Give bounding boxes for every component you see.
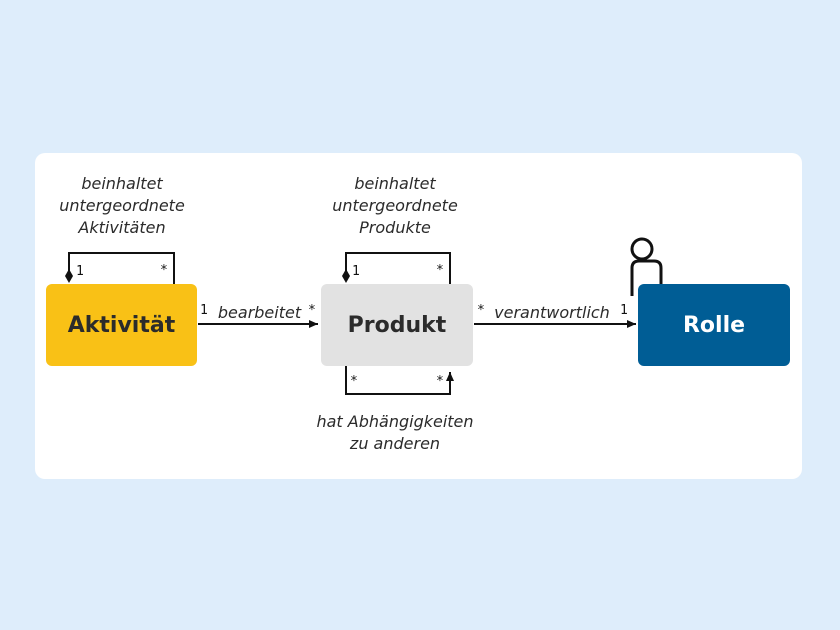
rolle-node[interactable]: Rolle [638,284,790,366]
prod-dep-end-mult: * [436,374,444,389]
bearbeitet-label: bearbeitet [217,303,302,322]
produkt-self-label: beinhaltet untergeordnete Produkte [332,174,458,237]
produkt-node[interactable]: Produkt [321,284,473,366]
prod-dep-start-mult: * [350,374,358,389]
prod-self-start-mult: 1 [352,264,360,279]
bearbeitet-start-mult: 1 [200,303,208,318]
verantwortlich-start-mult: * [477,303,485,318]
verantwortlich-end-mult: 1 [620,303,628,318]
bearbeitet-end-mult: * [308,303,316,318]
produkt-dependency-label: hat Abhängigkeiten zu anderen [316,412,474,453]
aktivitaet-self-connector [65,252,175,284]
akt-self-end-mult: * [160,263,168,278]
produkt-dependency-connector [345,366,454,395]
aktivitaet-node[interactable]: Aktivität [46,284,197,366]
produkt-self-connector [342,252,451,284]
produkt-self-diamond [342,269,350,283]
aktivitaet-self-label: beinhaltet untergeordnete Aktivitäten [59,174,185,237]
person-icon [630,237,663,296]
aktivitaet-self-diamond [65,269,73,283]
prod-self-end-mult: * [436,263,444,278]
akt-self-start-mult: 1 [76,264,84,279]
verantwortlich-label: verantwortlich [494,303,610,322]
